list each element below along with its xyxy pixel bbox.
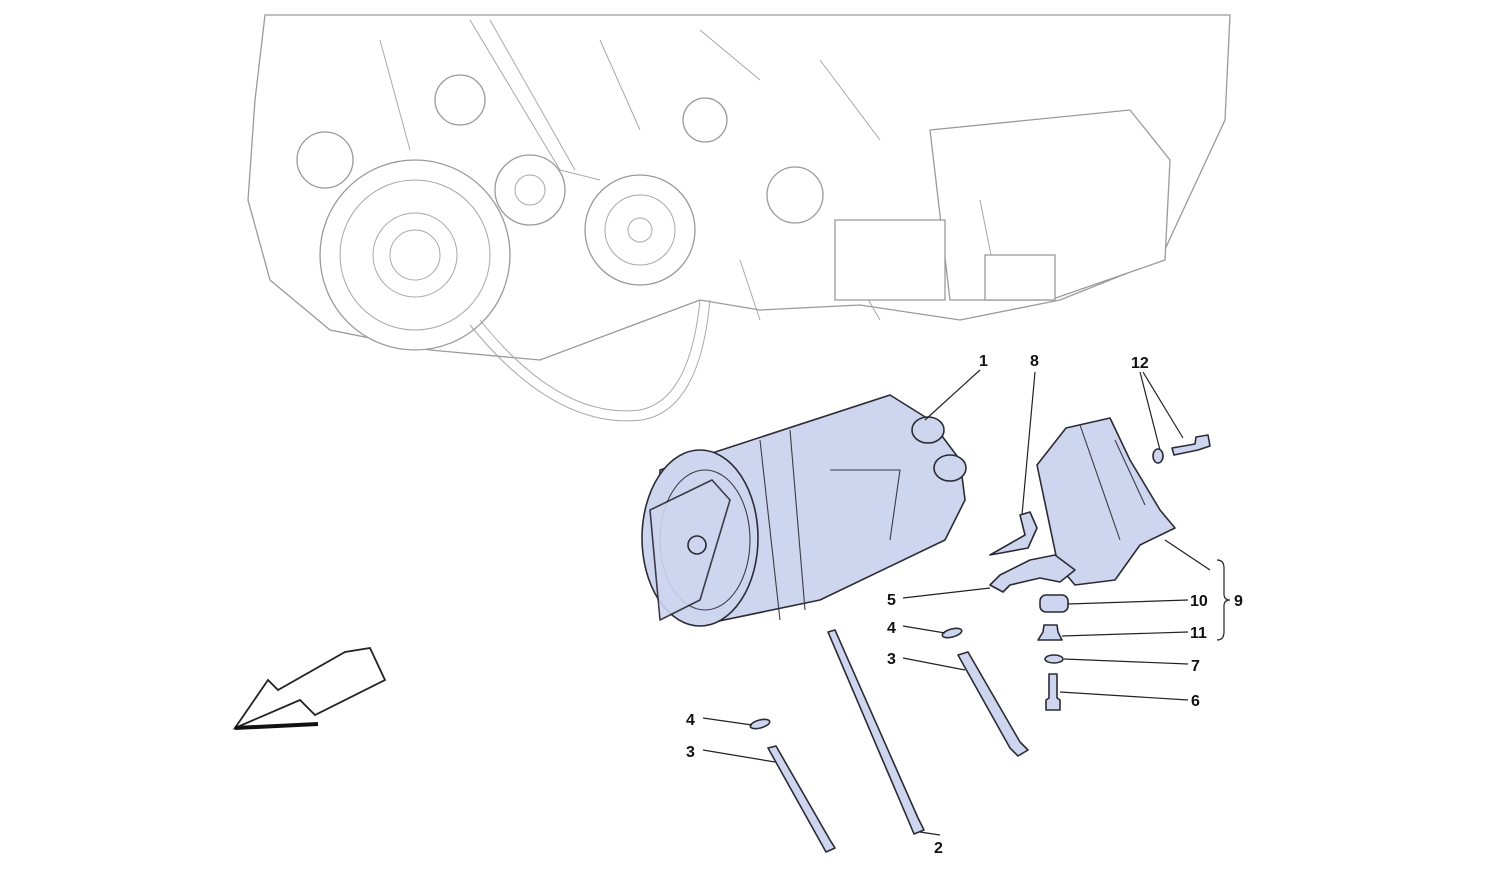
callout-2: 2	[934, 840, 943, 857]
front-direction-arrow-icon	[232, 647, 387, 731]
callout-8: 8	[1030, 353, 1039, 370]
washer-part-4	[749, 718, 771, 730]
callout-1: 1	[979, 353, 988, 370]
callout-4: 4	[887, 620, 896, 637]
leader-lines	[702, 369, 1231, 836]
callout-6: 6	[1191, 693, 1200, 710]
bolt-part-3	[767, 745, 836, 853]
bushing-part-11	[1037, 624, 1063, 641]
washer-part-7	[1044, 654, 1064, 664]
bolt-part-6	[1045, 673, 1061, 711]
bolt-part-2	[827, 629, 925, 835]
callout-3: 3	[686, 744, 695, 761]
callout-labels: 1 8 12 5 10 9 4 11 3 7 6 4 3 2	[686, 353, 1243, 857]
grommet-part-10	[1039, 594, 1069, 613]
ac-compressor-part-1	[641, 394, 967, 627]
callout-12: 12	[1131, 355, 1149, 372]
engine-block-drawing	[247, 14, 1231, 422]
callout-5: 5	[887, 592, 896, 609]
bolt-part-12	[1171, 434, 1211, 456]
callout-3: 3	[887, 651, 896, 668]
callout-7: 7	[1191, 658, 1200, 675]
heat-shield-part-9	[1036, 417, 1176, 586]
washer-part-12	[1152, 448, 1164, 464]
washer-part-4	[941, 627, 963, 639]
bracket-part-5	[989, 554, 1076, 593]
callout-4: 4	[686, 712, 695, 729]
callout-10: 10	[1190, 593, 1208, 610]
bracket-part-8	[989, 511, 1038, 556]
bolt-part-3	[957, 651, 1029, 757]
callout-9: 9	[1234, 593, 1243, 610]
callout-11: 11	[1190, 625, 1207, 642]
